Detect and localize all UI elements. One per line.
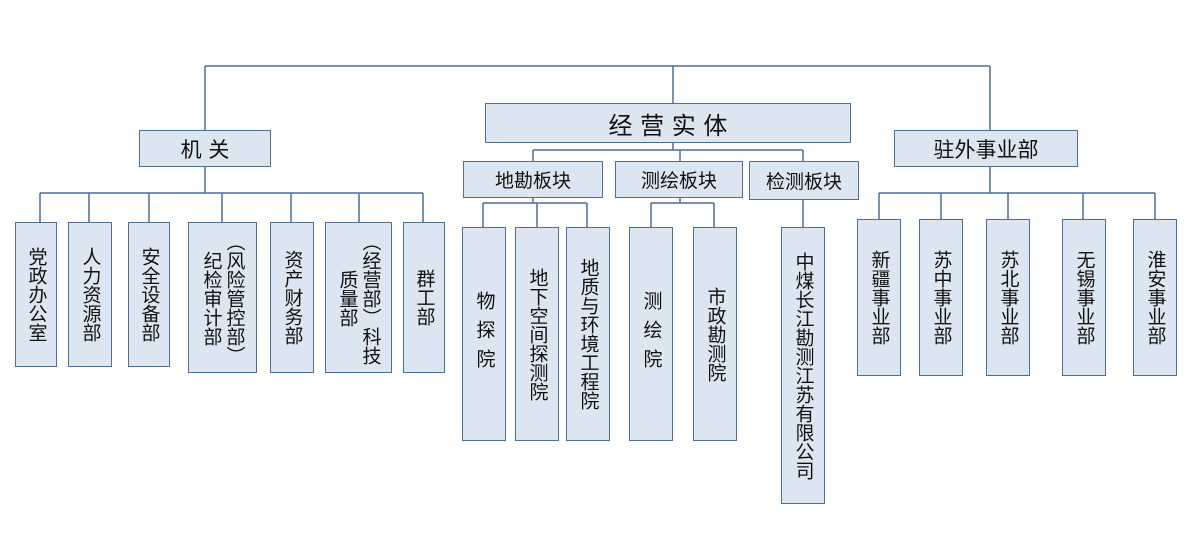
unit-label: 苏北事业部 [997, 250, 1020, 345]
unit-jiguan-5: 资产财务部 [270, 222, 314, 373]
unit-label: 物探院 [473, 290, 496, 378]
unit-dikan-3: 地质与环境工程院 [566, 227, 610, 441]
unit-label: 人力资源部 [79, 247, 102, 342]
unit-jiance-1: 中煤长江勘测江苏有限公司 [781, 227, 825, 504]
unit-label: （经营部）科技质量部 [336, 232, 382, 365]
unit-jiguan-2: 人力资源部 [68, 222, 112, 367]
unit-label: 地质与环境工程院 [577, 258, 600, 410]
unit-label: 无锡事业部 [1073, 250, 1096, 345]
unit-jiguan-4: （风险管控部）纪检审计部 [188, 222, 257, 373]
unit-label: 资产财务部 [281, 250, 304, 345]
unit-label: 地下空间探测院 [526, 267, 549, 401]
unit-label: 苏中事业部 [930, 250, 953, 345]
plate-jiance-label: 检测板块 [765, 171, 842, 193]
plate-dikan-label: 地勘板块 [494, 170, 571, 192]
unit-label: 测绘院 [640, 290, 663, 378]
unit-zhuwai-1: 新疆事业部 [857, 219, 901, 376]
group-jiguan-label: 机 关 [180, 137, 230, 162]
unit-label: 安全设备部 [138, 247, 161, 342]
unit-label: 中煤长江勘测江苏有限公司 [792, 251, 815, 480]
root-box: 经 营 实 体 [485, 103, 851, 143]
unit-dikan-1: 物探院 [462, 227, 506, 441]
unit-label: 群工部 [413, 269, 436, 326]
unit-zhuwai-4: 无锡事业部 [1062, 219, 1106, 376]
unit-label: 淮安事业部 [1144, 250, 1167, 345]
unit-jiguan-7: 群工部 [403, 222, 445, 373]
unit-cehui-2: 市政勘测院 [693, 227, 737, 441]
plate-dikan-box: 地勘板块 [463, 161, 603, 198]
unit-cehui-1: 测绘院 [629, 227, 673, 441]
group-jiguan-box: 机 关 [139, 130, 271, 167]
plate-cehui-box: 测绘板块 [615, 161, 743, 198]
root-label: 经 营 实 体 [608, 111, 728, 140]
unit-label: 市政勘测院 [704, 286, 727, 382]
unit-jiguan-6: （经营部）科技质量部 [325, 222, 392, 373]
unit-zhuwai-5: 淮安事业部 [1133, 219, 1177, 376]
unit-zhuwai-2: 苏中事业部 [919, 219, 963, 376]
unit-label: 党政办公室 [25, 247, 48, 342]
group-zhuwai-box: 驻外事业部 [894, 130, 1078, 167]
unit-label: （风险管控部）纪检审计部 [200, 232, 246, 365]
plate-jiance-box: 检测板块 [749, 161, 859, 200]
unit-dikan-2: 地下空间探测院 [515, 227, 559, 441]
unit-jiguan-1: 党政办公室 [15, 222, 57, 367]
plate-cehui-label: 测绘板块 [640, 170, 717, 192]
group-zhuwai-label: 驻外事业部 [933, 137, 1039, 162]
unit-jiguan-3: 安全设备部 [128, 222, 170, 367]
unit-zhuwai-3: 苏北事业部 [986, 219, 1030, 376]
unit-label: 新疆事业部 [868, 250, 891, 345]
